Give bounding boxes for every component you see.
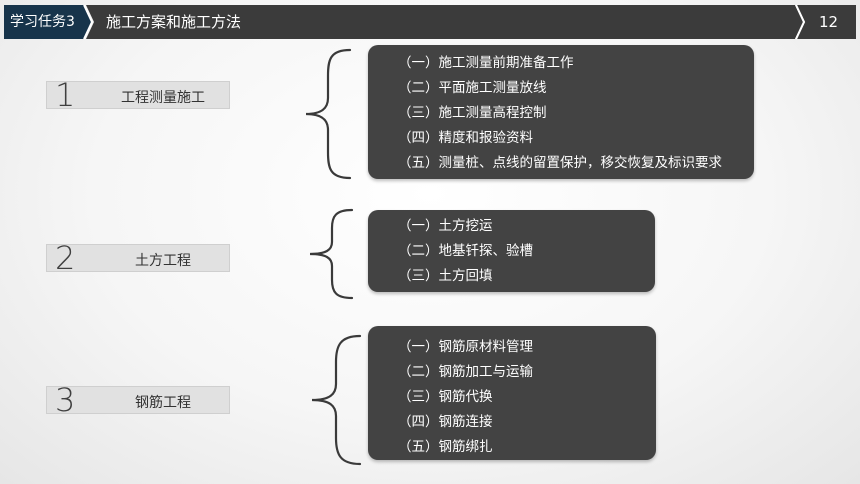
page-number: 12	[819, 13, 839, 31]
list-item: （二）地基钎探、验槽	[398, 243, 533, 259]
list-item: （四）精度和报验资料	[398, 130, 533, 146]
section-number: 2	[55, 239, 76, 277]
list-item: （五）钢筋绑扎	[398, 439, 493, 455]
brace-icon	[311, 334, 362, 466]
header-bar: 学习任务3 施工方案和施工方法 12	[0, 0, 860, 44]
section-title: 钢筋工程	[135, 395, 191, 411]
list-item: （二）钢筋加工与运输	[398, 364, 533, 380]
section-label-1: 1 工程测量施工	[46, 76, 230, 114]
brace-icon	[305, 48, 352, 180]
list-item: （一）施工测量前期准备工作	[398, 55, 574, 71]
list-item: （三）钢筋代换	[398, 389, 493, 405]
list-item: （三）施工测量高程控制	[398, 105, 547, 121]
list-item: （三）土方回填	[398, 268, 493, 284]
list-item: （一）土方挖运	[398, 218, 493, 234]
list-item: （一）钢筋原材料管理	[398, 339, 533, 355]
section-1-item-panel: （一）施工测量前期准备工作 （二）平面施工测量放线 （三）施工测量高程控制 （四…	[368, 45, 754, 179]
section-title: 工程测量施工	[121, 90, 205, 106]
list-item: （五）测量桩、点线的留置保护，移交恢复及标识要求	[398, 155, 722, 171]
section-title: 土方工程	[135, 253, 191, 269]
brace-icon	[309, 208, 354, 300]
list-item: （二）平面施工测量放线	[398, 80, 547, 96]
section-number: 1	[55, 76, 76, 114]
list-item: （四）钢筋连接	[398, 414, 493, 430]
section-3-item-panel: （一）钢筋原材料管理 （二）钢筋加工与运输 （三）钢筋代换 （四）钢筋连接 （五…	[368, 326, 656, 460]
header-background	[4, 4, 856, 40]
section-label-3: 3 钢筋工程	[46, 381, 230, 419]
section-label-2: 2 土方工程	[46, 239, 230, 277]
page-title: 施工方案和施工方法	[106, 13, 242, 31]
task-label: 学习任务3	[10, 14, 75, 30]
section-2-item-panel: （一）土方挖运 （二）地基钎探、验槽 （三）土方回填	[368, 210, 655, 292]
section-number: 3	[55, 381, 76, 419]
